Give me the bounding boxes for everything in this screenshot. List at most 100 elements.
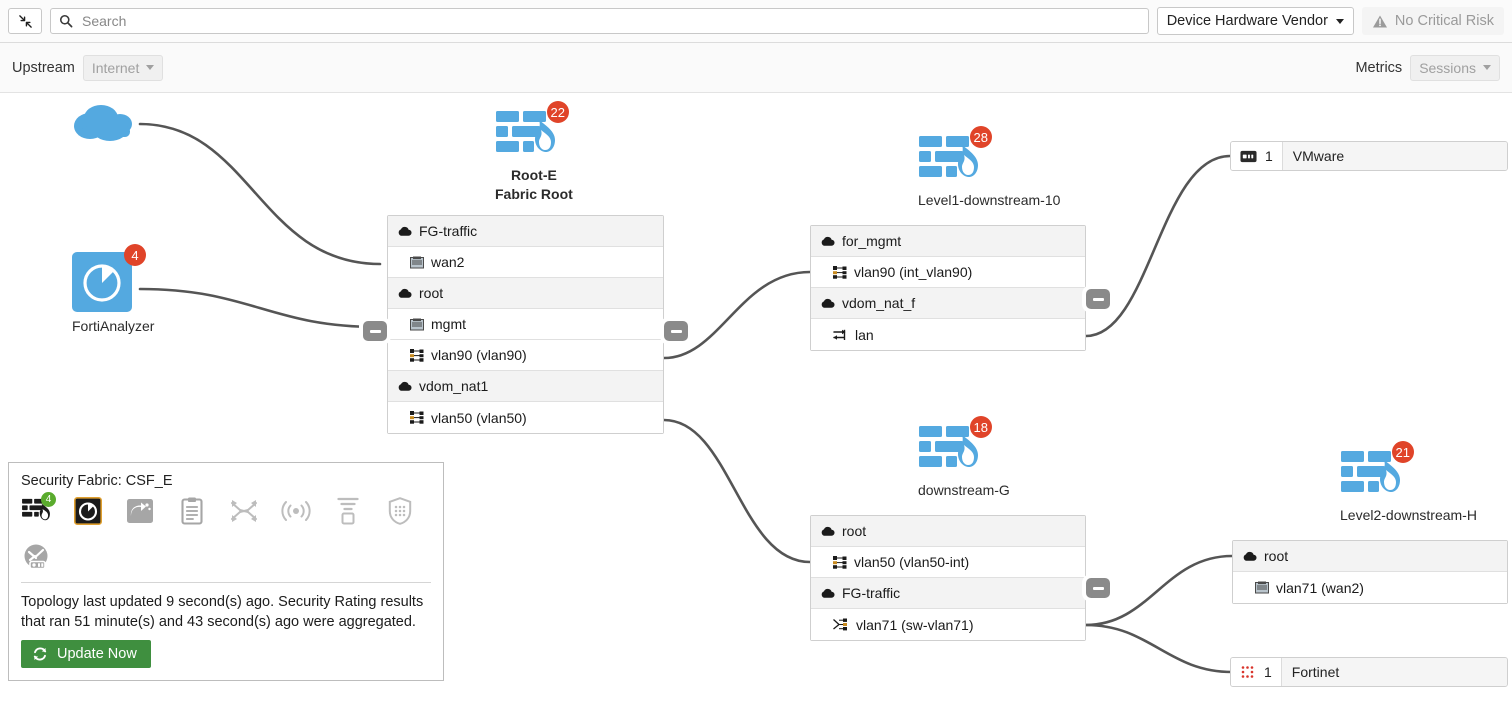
vdom-cloud-icon: [820, 587, 835, 599]
vdom-cloud-icon: [397, 380, 412, 392]
chevron-down-icon: [1483, 65, 1491, 70]
vdom-row[interactable]: for_mgmt: [811, 226, 1085, 257]
device-server-icon: [1240, 150, 1257, 162]
root-e-badge: 22: [546, 101, 569, 123]
legend-fortiswitch-icon[interactable]: [229, 496, 259, 526]
metrics-dropdown[interactable]: Sessions: [1410, 54, 1500, 81]
node-internet[interactable]: [68, 102, 138, 150]
legend-fortisandbox-icon[interactable]: [125, 496, 155, 526]
level1-badge: 28: [969, 126, 992, 148]
legend-fortiextender-icon[interactable]: [333, 496, 363, 526]
vdom-row[interactable]: FG-traffic: [388, 216, 663, 247]
switch-vlan-icon: [833, 618, 847, 631]
fortinet-name: Fortinet: [1281, 658, 1507, 686]
risk-status-badge[interactable]: No Critical Risk: [1361, 7, 1504, 35]
legend-divider: [21, 582, 431, 583]
vlan-icon: [833, 265, 847, 279]
node-level2-downstream-h[interactable]: 21 Level2-downstream-H: [1340, 441, 1477, 523]
wire-internet-to-root: [138, 122, 382, 266]
interface-row[interactable]: vlan71 (sw-vlan71): [811, 609, 1085, 640]
collapse-arrows-button[interactable]: [8, 8, 42, 34]
upstream-dropdown[interactable]: Internet: [82, 54, 164, 81]
collapse-toggle-downstream-g[interactable]: [1086, 578, 1110, 598]
downstream-g-label: downstream-G: [918, 482, 1010, 498]
fortinet-count: 1: [1264, 664, 1272, 680]
level2-label: Level2-downstream-H: [1340, 507, 1477, 523]
legend-count-badge: 4: [41, 492, 56, 507]
vlan-icon: [410, 348, 424, 362]
search-icon: [59, 14, 73, 28]
top-toolbar: Device Hardware Vendor No Critical Risk: [0, 0, 1512, 43]
vdom-row[interactable]: root: [811, 516, 1085, 547]
aggregate-icon: [833, 329, 846, 340]
search-input[interactable]: [80, 9, 1140, 33]
search-box[interactable]: [50, 8, 1149, 34]
legend-fortiguard-shield-icon[interactable]: [385, 496, 415, 526]
fortimail-icon: [24, 544, 48, 570]
legend-fortimail-icon[interactable]: [21, 542, 51, 572]
vdom-row[interactable]: FG-traffic: [811, 578, 1085, 609]
interface-row[interactable]: vlan50 (vlan50-int): [811, 547, 1085, 578]
interface-row[interactable]: wan2: [388, 247, 663, 278]
legend-fortianalyzer-icon[interactable]: [73, 496, 103, 526]
endpoint-fortinet[interactable]: 1 Fortinet: [1230, 657, 1508, 687]
endpoint-vmware[interactable]: 1 VMware: [1230, 141, 1508, 171]
interface-name: vlan71 (sw-vlan71): [856, 616, 974, 633]
interface-row[interactable]: lan: [811, 319, 1085, 350]
interface-row[interactable]: vlan50 (vlan50): [388, 402, 663, 433]
interface-row[interactable]: vlan90 (vlan90): [388, 340, 663, 371]
legend-fortigate-icon[interactable]: 4: [21, 492, 56, 526]
interface-row[interactable]: vlan71 (wan2): [1233, 572, 1507, 603]
vlan-icon: [833, 265, 847, 279]
fortiguard-shield-icon: [388, 497, 412, 525]
legend-fortiap-icon[interactable]: [281, 496, 311, 526]
interface-row[interactable]: mgmt: [388, 309, 663, 340]
vdom-row[interactable]: vdom_nat_f: [811, 288, 1085, 319]
wire-root-to-level1: [662, 270, 812, 360]
vdom-cloud-icon: [397, 225, 412, 237]
fortianalyzer-label: FortiAnalyzer: [72, 318, 155, 334]
vdom-cloud-icon: [821, 298, 835, 308]
level1-label: Level1-downstream-10: [918, 192, 1061, 208]
fortimanager-icon: [181, 497, 203, 525]
physical-port-icon: [410, 318, 424, 330]
interface-row[interactable]: vlan90 (int_vlan90): [811, 257, 1085, 288]
node-fortianalyzer[interactable]: 4 FortiAnalyzer: [72, 244, 155, 334]
collapse-toggle-level1[interactable]: [1086, 289, 1110, 309]
collapse-toggle-root-e-right[interactable]: [664, 321, 688, 341]
device-hardware-vendor-dropdown[interactable]: Device Hardware Vendor: [1156, 7, 1354, 35]
physical-port-icon: [410, 318, 424, 331]
vdom-cloud-icon: [398, 226, 412, 236]
vdom-row[interactable]: root: [388, 278, 663, 309]
root-e-label: Root-E: [510, 167, 557, 183]
collapse-toggle-root-e-left[interactable]: [363, 321, 387, 341]
fortianalyzer-icon: [74, 497, 102, 525]
vdom-name: FG-traffic: [842, 585, 901, 601]
legend-fortimanager-icon[interactable]: [177, 496, 207, 526]
vdom-cloud-icon: [821, 526, 835, 536]
vmware-name: VMware: [1282, 142, 1507, 170]
security-fabric-device-legend: 4: [21, 492, 431, 572]
fortigate-icon: [22, 498, 50, 521]
vdom-row[interactable]: root: [1233, 541, 1507, 572]
fortinet-dots-icon: [1241, 666, 1254, 678]
fortianalyzer-icon-wrap: 4: [72, 244, 146, 315]
device-hardware-vendor-label: Device Hardware Vendor: [1166, 13, 1328, 29]
upstream-value: Internet: [91, 59, 140, 76]
update-now-button[interactable]: Update Now: [21, 640, 151, 668]
physical-port-icon: [1255, 581, 1269, 594]
update-now-label: Update Now: [57, 646, 137, 662]
fortigate-icon: [1341, 451, 1400, 492]
downstream-g-badge: 18: [969, 416, 992, 438]
minus-icon: [1092, 297, 1104, 301]
node-downstream-g[interactable]: 18 downstream-G: [918, 416, 1010, 498]
minus-icon: [1092, 586, 1104, 590]
node-root-e[interactable]: 22 Root-E Fabric Root: [495, 101, 573, 202]
physical-port-icon: [1255, 581, 1269, 594]
vdom-row[interactable]: vdom_nat1: [388, 371, 663, 402]
fortiswitch-icon: [231, 500, 257, 522]
node-level1-downstream-10[interactable]: 28 Level1-downstream-10: [918, 126, 1061, 208]
vdom-cloud-icon: [1243, 551, 1257, 561]
wire-downstream-to-fortinet: [1084, 623, 1234, 674]
